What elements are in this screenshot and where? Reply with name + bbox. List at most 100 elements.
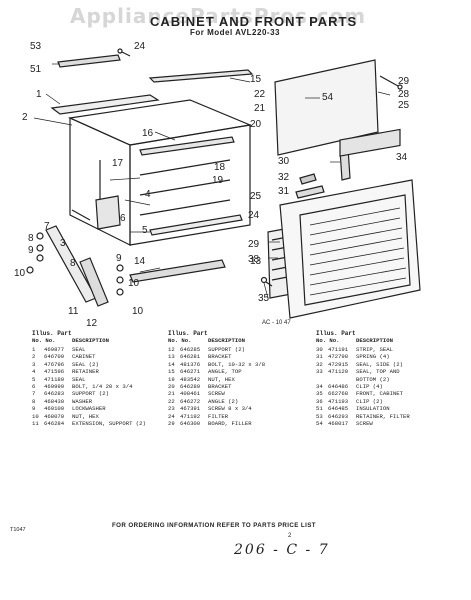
part-description: LOCKWASHER — [72, 405, 106, 413]
callout-label: 30 — [278, 156, 290, 167]
callout-label: 18 — [214, 162, 226, 173]
part-description: CLIP (4) — [356, 383, 383, 391]
col-header-row: No. No. DESCRIPTION — [32, 337, 146, 344]
page-number: 2 — [288, 533, 292, 539]
part-illus-no: 22 — [168, 397, 175, 405]
part-description: BOLT, 1/4 20 x 3/4 — [72, 383, 133, 391]
part-illus-no: 7 — [32, 390, 36, 398]
part-number: 468070 — [44, 412, 65, 420]
watermark: AppliancePartsPros.com — [70, 4, 367, 28]
part-number: 469109 — [44, 405, 65, 413]
part-description: SCREW — [208, 390, 225, 398]
part-spring — [379, 75, 403, 90]
part-illus-no: 51 — [316, 405, 323, 413]
part-support-bar — [129, 259, 226, 283]
callout-leaders — [33, 63, 391, 299]
handwritten-note: 206 - C - 7 — [234, 542, 330, 558]
callout-label: 25 — [250, 191, 262, 202]
ordering-footer: FOR ORDERING INFORMATION REFER TO PARTS … — [112, 522, 316, 529]
col-header-no: No. No. — [316, 337, 340, 344]
callout-label: 20 — [250, 119, 262, 130]
part-description: WASHER — [72, 397, 93, 405]
part-illus-no: 19 — [168, 375, 175, 383]
part-number: 646293 — [328, 412, 349, 420]
part-number: 468017 — [328, 420, 349, 428]
part-number: 469999 — [44, 383, 65, 391]
col-header-illus: Illus. Part — [32, 330, 72, 337]
exploded-parts-diagram: 53 51 1 2 24 15 22 21 20 16 18 19 4 17 5… — [14, 41, 421, 329]
part-number: 471193 — [328, 397, 349, 405]
callout-label: 4 — [145, 189, 151, 200]
callout-label: 15 — [250, 74, 262, 85]
col-header-description: DESCRIPTION — [356, 337, 393, 344]
part-description: BRACKET — [208, 383, 232, 391]
callout-label: 10 — [14, 268, 26, 279]
part-illus-no: 8 — [32, 397, 36, 405]
part-number: 646284 — [44, 420, 65, 428]
callout-label: 13 — [250, 256, 262, 267]
part-illus-no: 14 — [168, 360, 175, 368]
part-illus-no: 5 — [32, 375, 36, 383]
part-cabinet — [67, 99, 253, 246]
part-illus-no: 24 — [168, 412, 175, 420]
callout-label: 8 — [28, 233, 34, 244]
callout-label: 21 — [254, 103, 266, 114]
part-description: SEAL (2) — [72, 360, 99, 368]
part-front-cabinet — [279, 128, 421, 319]
callout-label: 14 — [134, 256, 146, 267]
part-description: EXTENSION, SUPPORT (2) — [72, 420, 146, 428]
part-number: 481376 — [180, 360, 201, 368]
part-illus-no: 10 — [32, 412, 39, 420]
callout-label: 34 — [396, 152, 408, 163]
part-illus-no: 2 — [32, 353, 36, 361]
part-number: 662768 — [328, 390, 349, 398]
part-bracket — [95, 195, 121, 230]
col-header-no: No. No. — [168, 337, 192, 344]
part-number: 646486 — [328, 383, 349, 391]
part-angle-side — [139, 136, 235, 156]
part-filler-board — [274, 59, 379, 156]
part-illus-no: 31 — [316, 353, 323, 361]
callout-label: 32 — [278, 172, 290, 183]
col-header-illus: Illus. Part — [316, 330, 356, 337]
callout-label: 11 — [68, 306, 79, 317]
part-number: 408461 — [180, 390, 201, 398]
callout-label: 51 — [30, 64, 42, 75]
part-illus-no: 11 — [32, 420, 39, 428]
part-clip — [295, 173, 325, 199]
part-illus-no: 33 — [316, 368, 323, 376]
col-header-description: DESCRIPTION — [72, 337, 109, 344]
part-number: 646281 — [180, 353, 201, 361]
part-illus-no: 20 — [168, 383, 175, 391]
corner-code: T1047 — [10, 527, 26, 533]
part-number: 468430 — [44, 397, 65, 405]
part-number — [328, 376, 356, 383]
callout-label: 22 — [254, 89, 266, 100]
part-number: 471189 — [44, 375, 65, 383]
callout-label: 38 — [248, 254, 260, 265]
part-illus-no: 32 — [316, 360, 323, 368]
part-description: STRIP, SEAL — [356, 346, 393, 353]
part-description: SUPPORT (2) — [208, 346, 245, 353]
part-retainer — [149, 214, 243, 236]
part-number: 471596 — [44, 368, 65, 376]
callout-label: 12 — [86, 318, 98, 329]
part-screw-top — [117, 48, 131, 57]
part-number: 471192 — [180, 412, 201, 420]
callout-label: 16 — [142, 128, 154, 139]
part-number: 483542 — [180, 375, 201, 383]
part-number: 646485 — [328, 405, 349, 413]
